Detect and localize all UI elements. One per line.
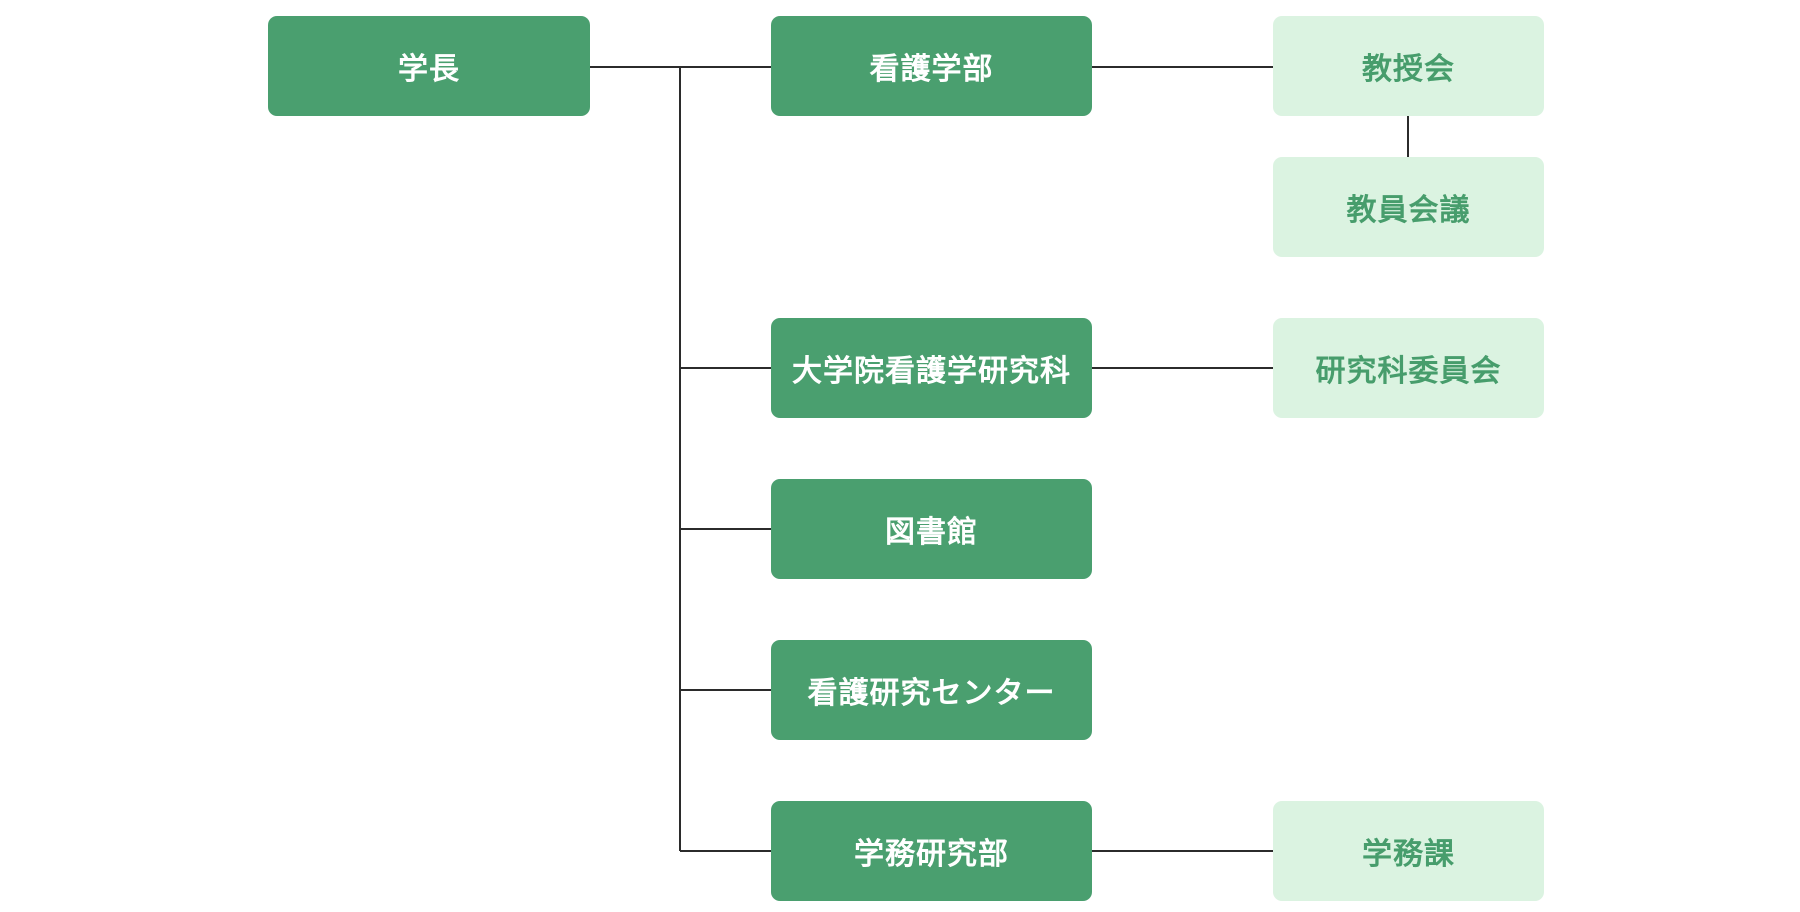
node-academic-affairs: 学務研究部 <box>771 801 1092 901</box>
node-nursing-faculty: 看護学部 <box>771 16 1092 116</box>
node-faculty-meeting-label: 教員会議 <box>1346 193 1471 228</box>
node-graduate-school-label: 大学院看護学研究科 <box>792 354 1071 389</box>
node-academic-affairs-label: 学務研究部 <box>854 837 1009 872</box>
node-research-center: 看護研究センター <box>771 640 1092 740</box>
node-academic-section: 学務課 <box>1273 801 1544 901</box>
node-research-center-label: 看護研究センター <box>807 676 1056 711</box>
node-academic-section-label: 学務課 <box>1362 837 1455 872</box>
node-library: 図書館 <box>771 479 1092 579</box>
node-faculty-meeting: 教員会議 <box>1273 157 1544 257</box>
node-president-label: 学長 <box>398 52 460 87</box>
node-faculty-council-label: 教授会 <box>1362 52 1455 87</box>
node-president: 学長 <box>268 16 590 116</box>
node-graduate-committee: 研究科委員会 <box>1273 318 1544 418</box>
node-faculty-council: 教授会 <box>1273 16 1544 116</box>
node-nursing-faculty-label: 看護学部 <box>869 52 994 87</box>
node-library-label: 図書館 <box>885 515 978 550</box>
node-graduate-school: 大学院看護学研究科 <box>771 318 1092 418</box>
node-graduate-committee-label: 研究科委員会 <box>1315 354 1502 389</box>
